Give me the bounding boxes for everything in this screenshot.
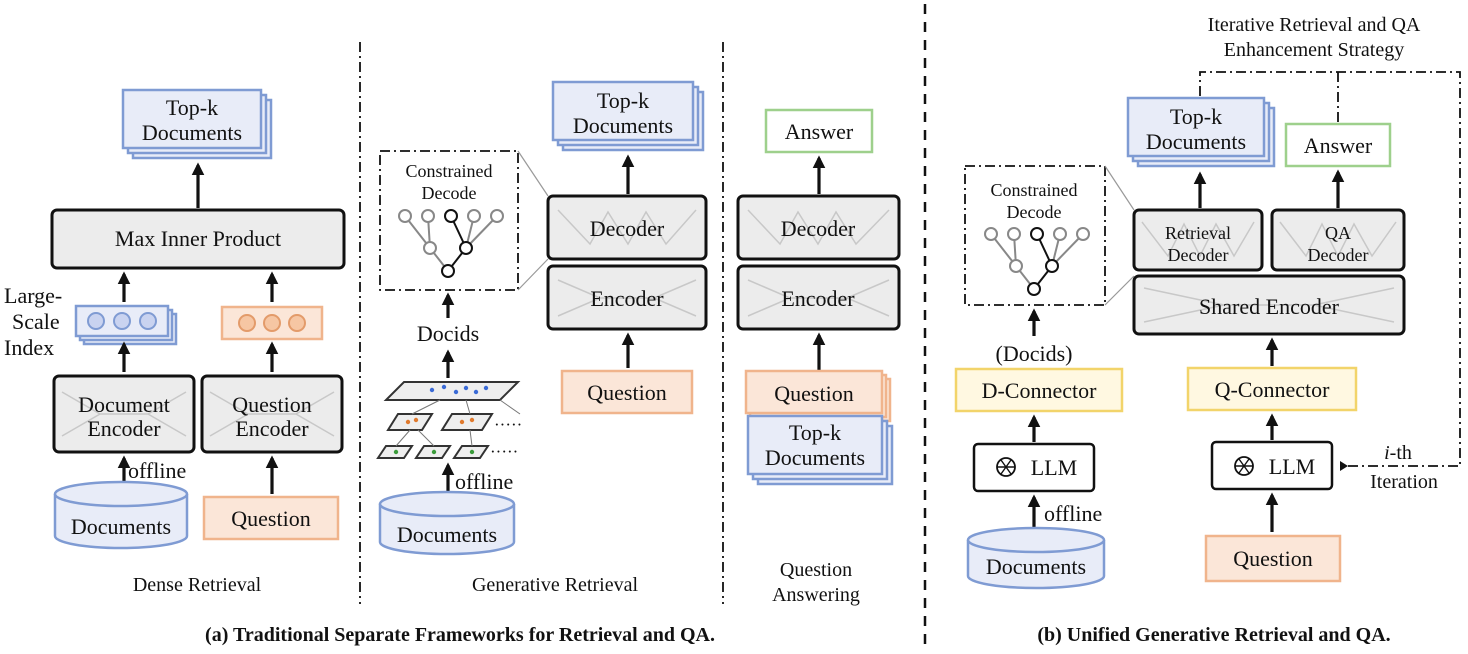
gen-topk-line1: Top-k — [597, 88, 649, 113]
b-topk-line1: Top-k — [1170, 104, 1222, 129]
d-llm-label: LLM — [1031, 455, 1077, 480]
gen-topk-line2: Documents — [573, 113, 673, 138]
docid-cluster-tree: ····· ····· — [376, 381, 522, 461]
dense-topk-documents: Top-k Documents — [121, 88, 273, 160]
gen-offline-label: offline — [455, 469, 513, 494]
gen-decoder-label: Decoder — [590, 216, 665, 241]
gen-documents-db: Documents — [378, 490, 516, 556]
gen-docids-label: Docids — [417, 321, 479, 346]
document-vectors — [74, 304, 178, 346]
b-topk-documents: Top-k Documents — [1126, 96, 1276, 168]
question-encoder-box: Question Encoder — [200, 374, 344, 454]
b-docids-label: (Docids) — [996, 341, 1073, 366]
max-inner-product-box: Max Inner Product — [50, 208, 346, 270]
dense-question-label: Question — [231, 506, 310, 531]
qa-answer-label: Answer — [785, 119, 854, 144]
q-connector-label: Q-Connector — [1215, 377, 1331, 402]
q-connector-box: Q-Connector — [1186, 366, 1358, 412]
qa-encoder-box: Encoder — [736, 264, 901, 331]
qa-label-line1: Question — [780, 559, 852, 581]
cluster-ellipsis-2: ····· — [490, 442, 518, 461]
dense-topk-line1: Top-k — [166, 95, 218, 120]
b-answer-box: Answer — [1284, 122, 1392, 168]
qa-topk-line1: Top-k — [789, 420, 841, 445]
shared-encoder-label: Shared Encoder — [1199, 294, 1340, 319]
retrieval-decoder-line1: Retrieval — [1165, 223, 1231, 243]
gen-constrained-line2: Decode — [422, 183, 477, 203]
gen-encoder-label: Encoder — [590, 286, 664, 311]
gen-question-box: Question — [560, 369, 694, 415]
iteration-label-1: i-th — [1384, 442, 1412, 464]
b-question-box: Question — [1204, 534, 1342, 583]
retrieval-decoder-line2: Decoder — [1168, 245, 1229, 265]
qa-decoder-b-box: QA Decoder — [1270, 208, 1406, 272]
question-vector — [220, 305, 324, 341]
b-constrained-line2: Decode — [1007, 202, 1062, 222]
document-encoder-box: Document Encoder — [52, 374, 196, 454]
index-label-3: Index — [4, 335, 54, 360]
q-encoder-line1: Question — [232, 392, 311, 417]
qa-decoder-b-line1: QA — [1325, 223, 1351, 243]
b-constrained-line1: Constrained — [991, 180, 1078, 200]
dense-documents-db: Documents — [53, 480, 189, 550]
qa-answer-box: Answer — [764, 108, 874, 154]
b-documents-db: Documents — [966, 526, 1106, 590]
strategy-line2: Enhancement Strategy — [1224, 39, 1405, 61]
qa-label-line2: Answering — [772, 584, 860, 606]
iteration-label-2: Iteration — [1370, 471, 1438, 493]
strategy-line1: Iterative Retrieval and QA — [1208, 14, 1421, 36]
qa-decoder-b-line2: Decoder — [1308, 245, 1369, 265]
d-llm-box: LLM — [972, 442, 1096, 493]
q-llm-box: LLM — [1210, 440, 1334, 491]
d-connector-label: D-Connector — [982, 378, 1098, 403]
b-topk-line2: Documents — [1146, 129, 1246, 154]
gen-question-label: Question — [587, 380, 666, 405]
qa-decoder-label: Decoder — [781, 216, 856, 241]
dense-documents-label: Documents — [71, 514, 171, 539]
cluster-ellipsis-1: ····· — [494, 415, 522, 434]
q-llm-label: LLM — [1269, 454, 1315, 479]
iteration-arrowhead — [1340, 461, 1348, 471]
qa-question-label: Question — [774, 381, 853, 406]
max-inner-label: Max Inner Product — [115, 226, 281, 251]
zoom-line — [1104, 275, 1135, 306]
dense-topk-line2: Documents — [142, 120, 242, 145]
shared-encoder-box: Shared Encoder — [1132, 274, 1406, 336]
gen-topk-documents: Top-k Documents — [551, 80, 705, 152]
doc-encoder-line1: Document — [78, 392, 170, 417]
b-documents-label: Documents — [986, 554, 1086, 579]
qa-question-box: Question — [744, 369, 892, 423]
caption-a: (a) Traditional Separate Frameworks for … — [205, 624, 715, 646]
b-answer-label: Answer — [1304, 133, 1373, 158]
q-encoder-line2: Encoder — [235, 416, 309, 441]
gen-decoder-box: Decoder — [546, 194, 708, 261]
gen-constrained-line1: Constrained — [406, 161, 493, 181]
gen-constrained-decode: Constrained Decode — [379, 150, 519, 291]
qa-encoder-label: Encoder — [781, 286, 855, 311]
qa-decoder-box: Decoder — [736, 194, 901, 261]
b-constrained-decode: Constrained Decode — [964, 165, 1106, 306]
qa-topk-line2: Documents — [765, 445, 865, 470]
caption-b: (b) Unified Generative Retrieval and QA. — [1037, 624, 1390, 646]
iteration-loop — [1199, 71, 1461, 467]
gen-encoder-box: Encoder — [546, 264, 708, 331]
dense-offline-label: offline — [128, 458, 186, 483]
generative-retrieval-label: Generative Retrieval — [472, 574, 638, 596]
qa-topk-documents: Top-k Documents — [746, 414, 894, 486]
d-connector-box: D-Connector — [954, 367, 1124, 413]
dense-retrieval-label: Dense Retrieval — [133, 574, 262, 596]
b-question-label: Question — [1233, 546, 1312, 571]
dense-question-box: Question — [202, 495, 340, 541]
gen-documents-label: Documents — [397, 522, 497, 547]
zoom-line — [517, 258, 549, 291]
doc-encoder-line2: Encoder — [87, 416, 161, 441]
index-label-2: Scale — [12, 309, 60, 334]
zoom-line — [1104, 165, 1135, 211]
b-offline-label: offline — [1044, 501, 1102, 526]
retrieval-decoder-box: Retrieval Decoder — [1132, 208, 1264, 272]
index-label-1: Large- — [4, 283, 62, 308]
zoom-line — [517, 150, 549, 197]
